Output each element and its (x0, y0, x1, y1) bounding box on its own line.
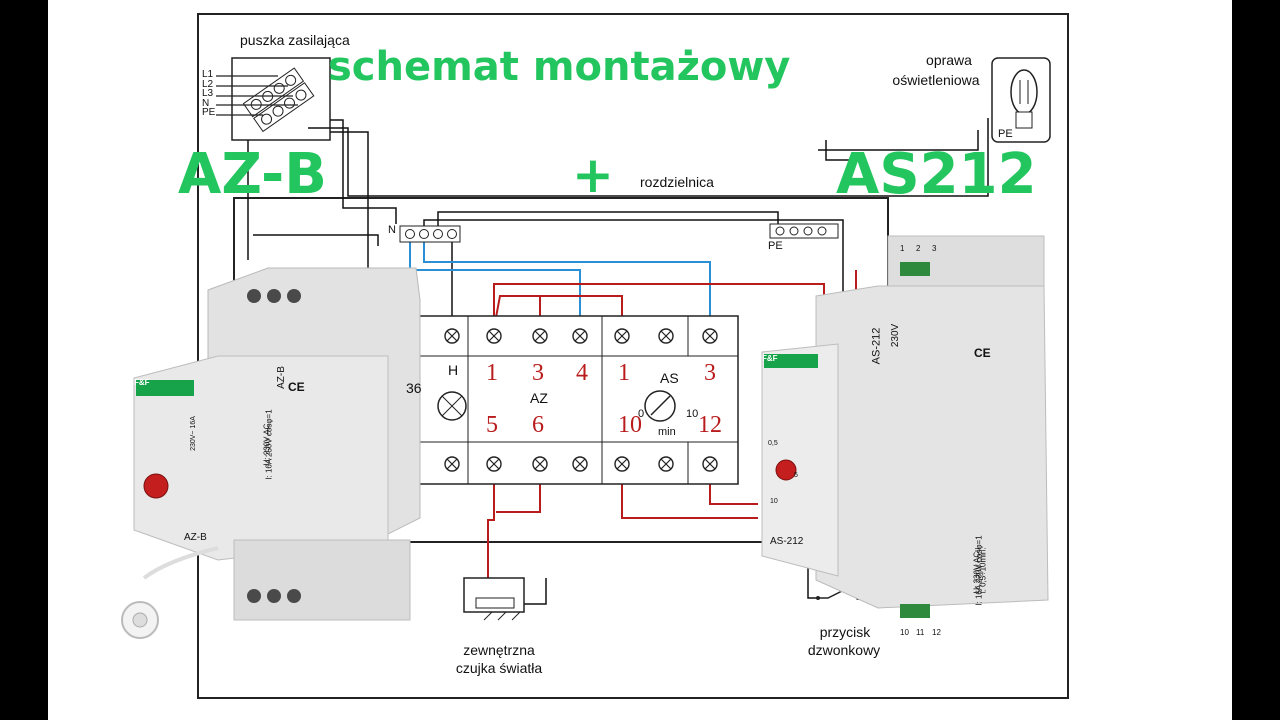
as-212-dial-10: 10 (770, 498, 778, 505)
relay-bottom-number-1: 5 (486, 412, 498, 438)
terminal-top-5-cross (574, 330, 586, 342)
supply-line-l2: L2 (202, 78, 214, 90)
diagram-title: schemat montażowy (328, 44, 791, 90)
relay-top-number-3: 4 (576, 360, 588, 386)
lamp-pe-label: PE (998, 128, 1013, 140)
supply-box-label: puszka zasilająca (240, 32, 350, 48)
supply-line-labels: L1 L2 L3 N PE (202, 70, 215, 118)
pe-bar (769, 223, 839, 239)
n-bar-label: N (388, 224, 396, 236)
as-212-ce-mark: CE (974, 346, 991, 360)
sensor-label-2: czujka światła (455, 660, 543, 676)
lamp-fixture (991, 57, 1051, 143)
terminal-top-8-cross (704, 330, 716, 342)
terminal-bottom-2-cross (446, 458, 458, 470)
as-212-voltage: 230V (890, 323, 902, 348)
lamp-label-2: oświetleniowa (892, 72, 980, 88)
supply-lines (216, 75, 298, 116)
relay-h-label: H (448, 362, 459, 378)
terminal-top-2-cross (446, 330, 458, 342)
relay-block (403, 315, 739, 485)
relay-dial-unit: min (658, 426, 676, 438)
top-terminal-row (402, 328, 718, 344)
terminal-bottom-4-cross (534, 458, 546, 470)
as-212-name: AS-212 (870, 327, 883, 365)
relay-bottom-number-4: 12 (698, 412, 722, 438)
relay-bottom-number-3: 10 (618, 412, 642, 438)
az-b-device (121, 267, 421, 639)
az-b-name-bottom: AZ-B (184, 532, 207, 543)
as-bottom-pin-1: 10 (900, 628, 909, 637)
terminal-bottom-8-cross (704, 458, 716, 470)
supply-line-l1: L1 (202, 69, 214, 80)
az-b-rating: 230V~ 16A (189, 416, 197, 451)
relay-top-number-4: 1 (618, 360, 630, 386)
terminal-top-7-cross (660, 330, 672, 342)
supply-line-l3: L3 (202, 88, 214, 100)
diagram-canvas (121, 13, 1069, 699)
relay-top-number-5: 3 (704, 360, 716, 386)
relay-bottom-number-2: 6 (532, 412, 544, 438)
blue-wires (409, 242, 711, 328)
terminal-bottom-6-cross (616, 458, 628, 470)
relay-partial-label: 36 (406, 380, 422, 396)
relay-dial-max: 10 (686, 408, 699, 420)
brand-as212: AS212 (836, 142, 1037, 207)
as-bottom-pin-2: 11 (916, 628, 925, 637)
diagram-frame (197, 13, 1069, 699)
relay-top-number-2: 3 (532, 360, 544, 386)
terminal-top-4-cross (534, 330, 546, 342)
supply-line-pe: PE (202, 107, 216, 119)
as-212-name-bottom: AS-212 (770, 536, 804, 547)
relay-dial-min: 0 (638, 408, 645, 420)
terminal-bottom-5-cross (574, 458, 586, 470)
as-212-spec3: t: 0,5÷10min. (978, 547, 988, 594)
lamp-label-1: oprawa (926, 52, 972, 68)
az-b-name: AZ-B (275, 366, 287, 389)
az-b-ce-mark: CE (288, 380, 305, 394)
as-212-logo: F&F (762, 354, 778, 363)
terminal-top-3-cross (488, 330, 500, 342)
n-bar (399, 225, 461, 243)
as-212-dial-05: 0,5 (768, 440, 778, 447)
supply-line-n: N (202, 97, 210, 109)
as-top-pin-2: 2 (916, 244, 921, 253)
sensor-label-1: zewnętrzna (463, 642, 535, 658)
plus-sign: + (572, 146, 614, 204)
terminal-bottom-3-cross (488, 458, 500, 470)
terminal-bottom-7-cross (660, 458, 672, 470)
button-label-2: dzwonkowy (807, 642, 881, 658)
pe-bar-label: PE (768, 240, 783, 252)
button-label-1: przycisk (819, 624, 871, 640)
relay-as-label: AS (660, 370, 679, 386)
as-212-device (761, 235, 1049, 618)
relay-top-number-1: 1 (486, 360, 498, 386)
relay-az-label: AZ (530, 390, 548, 406)
distribution-board-label: rozdzielnica (640, 174, 714, 190)
as-top-pin-3: 3 (932, 244, 937, 253)
as-top-pin-1: 1 (900, 244, 905, 253)
az-b-logo: F&F (134, 378, 150, 387)
terminal-top-6-cross (616, 330, 628, 342)
as-212-dial-5: 5 (794, 472, 798, 479)
az-b-spec2: I: 16A 250V cosφ=1 (264, 409, 274, 480)
light-sensor-symbol (463, 577, 525, 621)
brand-az-b: AZ-B (178, 142, 327, 207)
as-bottom-pin-3: 12 (932, 628, 941, 637)
wiring-diagram: schemat montażowy AZ-B + AS212 puszka za… (48, 0, 1232, 720)
